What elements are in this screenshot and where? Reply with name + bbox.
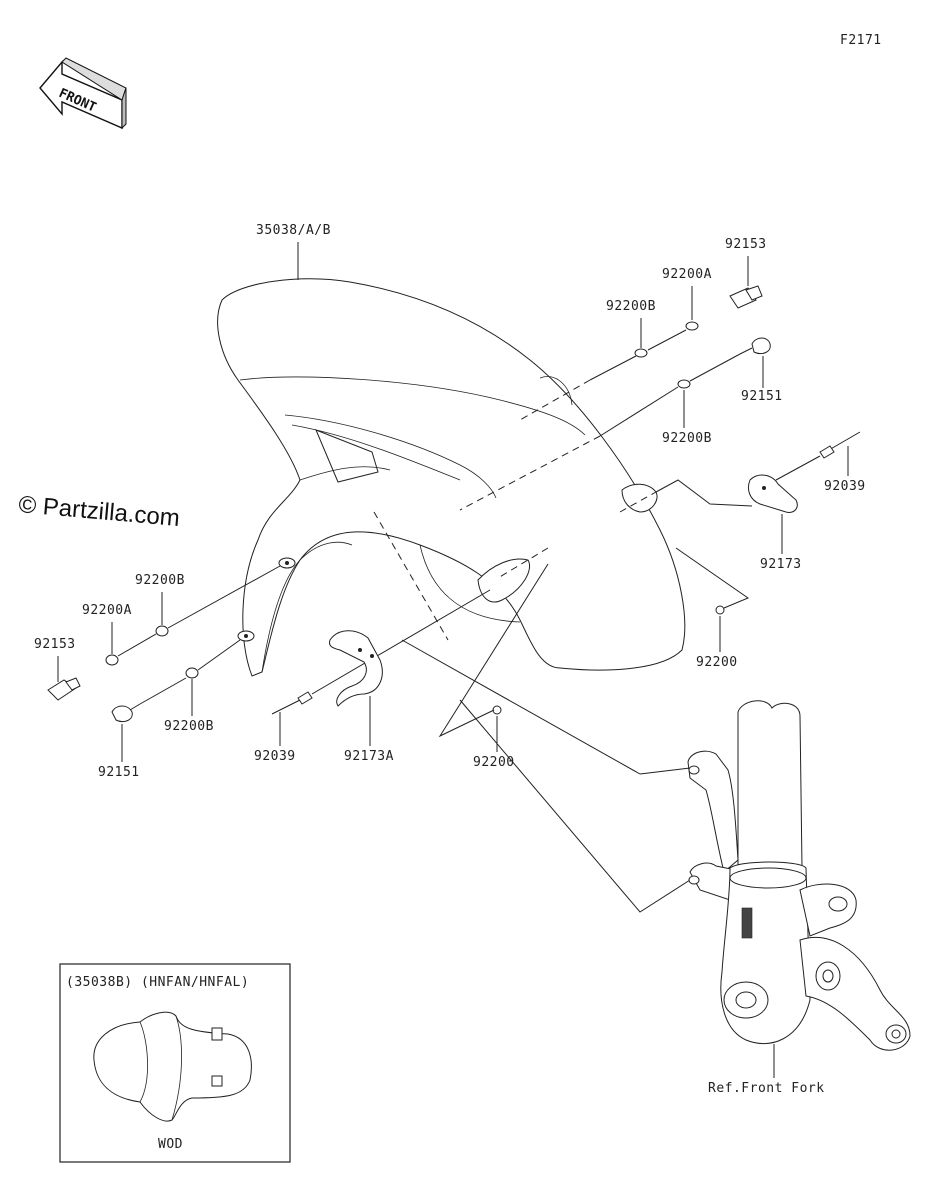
washer-b-left [155,625,169,637]
washer-a-left [105,654,119,666]
bolt-right [739,337,771,355]
callout-washer-b-left-bottom: 92200B [164,719,214,734]
callout-cap-left: 92153 [34,637,76,652]
washer-b-left-bottom [185,667,199,679]
callout-washer-b-left: 92200B [135,573,185,588]
pin-left [271,691,313,715]
clamp-right [747,474,798,513]
callout-washer-b-right-top: 92200B [606,299,656,314]
inset-box: (35038B) (HNFAN/HNFAL) WOD [59,963,291,1163]
inset-fender-wod [93,1011,252,1122]
clamp-left [329,630,383,707]
callout-washer-a-left: 92200A [82,603,132,618]
washer-b-right-bottom [677,379,691,389]
callout-ref-fork: Ref.Front Fork [708,1081,825,1096]
grommet-right [715,605,725,615]
inset-caption: WOD [158,1137,183,1152]
callout-cap-right: 92153 [725,237,767,252]
washer-a-right [685,321,699,331]
inset-title: (35038B) (HNFAN/HNFAL) [66,975,249,990]
cap-right [729,285,763,309]
callout-pin-right: 92039 [824,479,866,494]
pin-right [819,431,861,459]
front-fender [217,278,686,677]
callout-washer-b-right-bottom: 92200B [662,431,712,446]
callout-clamp-left: 92173A [344,749,394,764]
front-arrow-icon: FRONT [39,57,127,130]
bolt-left [111,703,141,723]
callout-grommet-right: 92200 [696,655,738,670]
washer-b-right-top [634,348,648,358]
grommet-left [492,705,502,715]
callout-washer-a-right: 92200A [662,267,712,282]
cap-left [47,677,81,701]
watermark: © Partzilla.com [17,491,180,532]
callout-fender: 35038/A/B [256,223,331,238]
callout-clamp-right: 92173 [760,557,802,572]
callout-grommet-left: 92200 [473,755,515,770]
callout-bolt-right: 92151 [741,389,783,404]
callout-pin-left: 92039 [254,749,296,764]
front-fork [687,700,911,1051]
callout-bolt-left: 92151 [98,765,140,780]
diagram-code: F2171 [840,33,882,48]
